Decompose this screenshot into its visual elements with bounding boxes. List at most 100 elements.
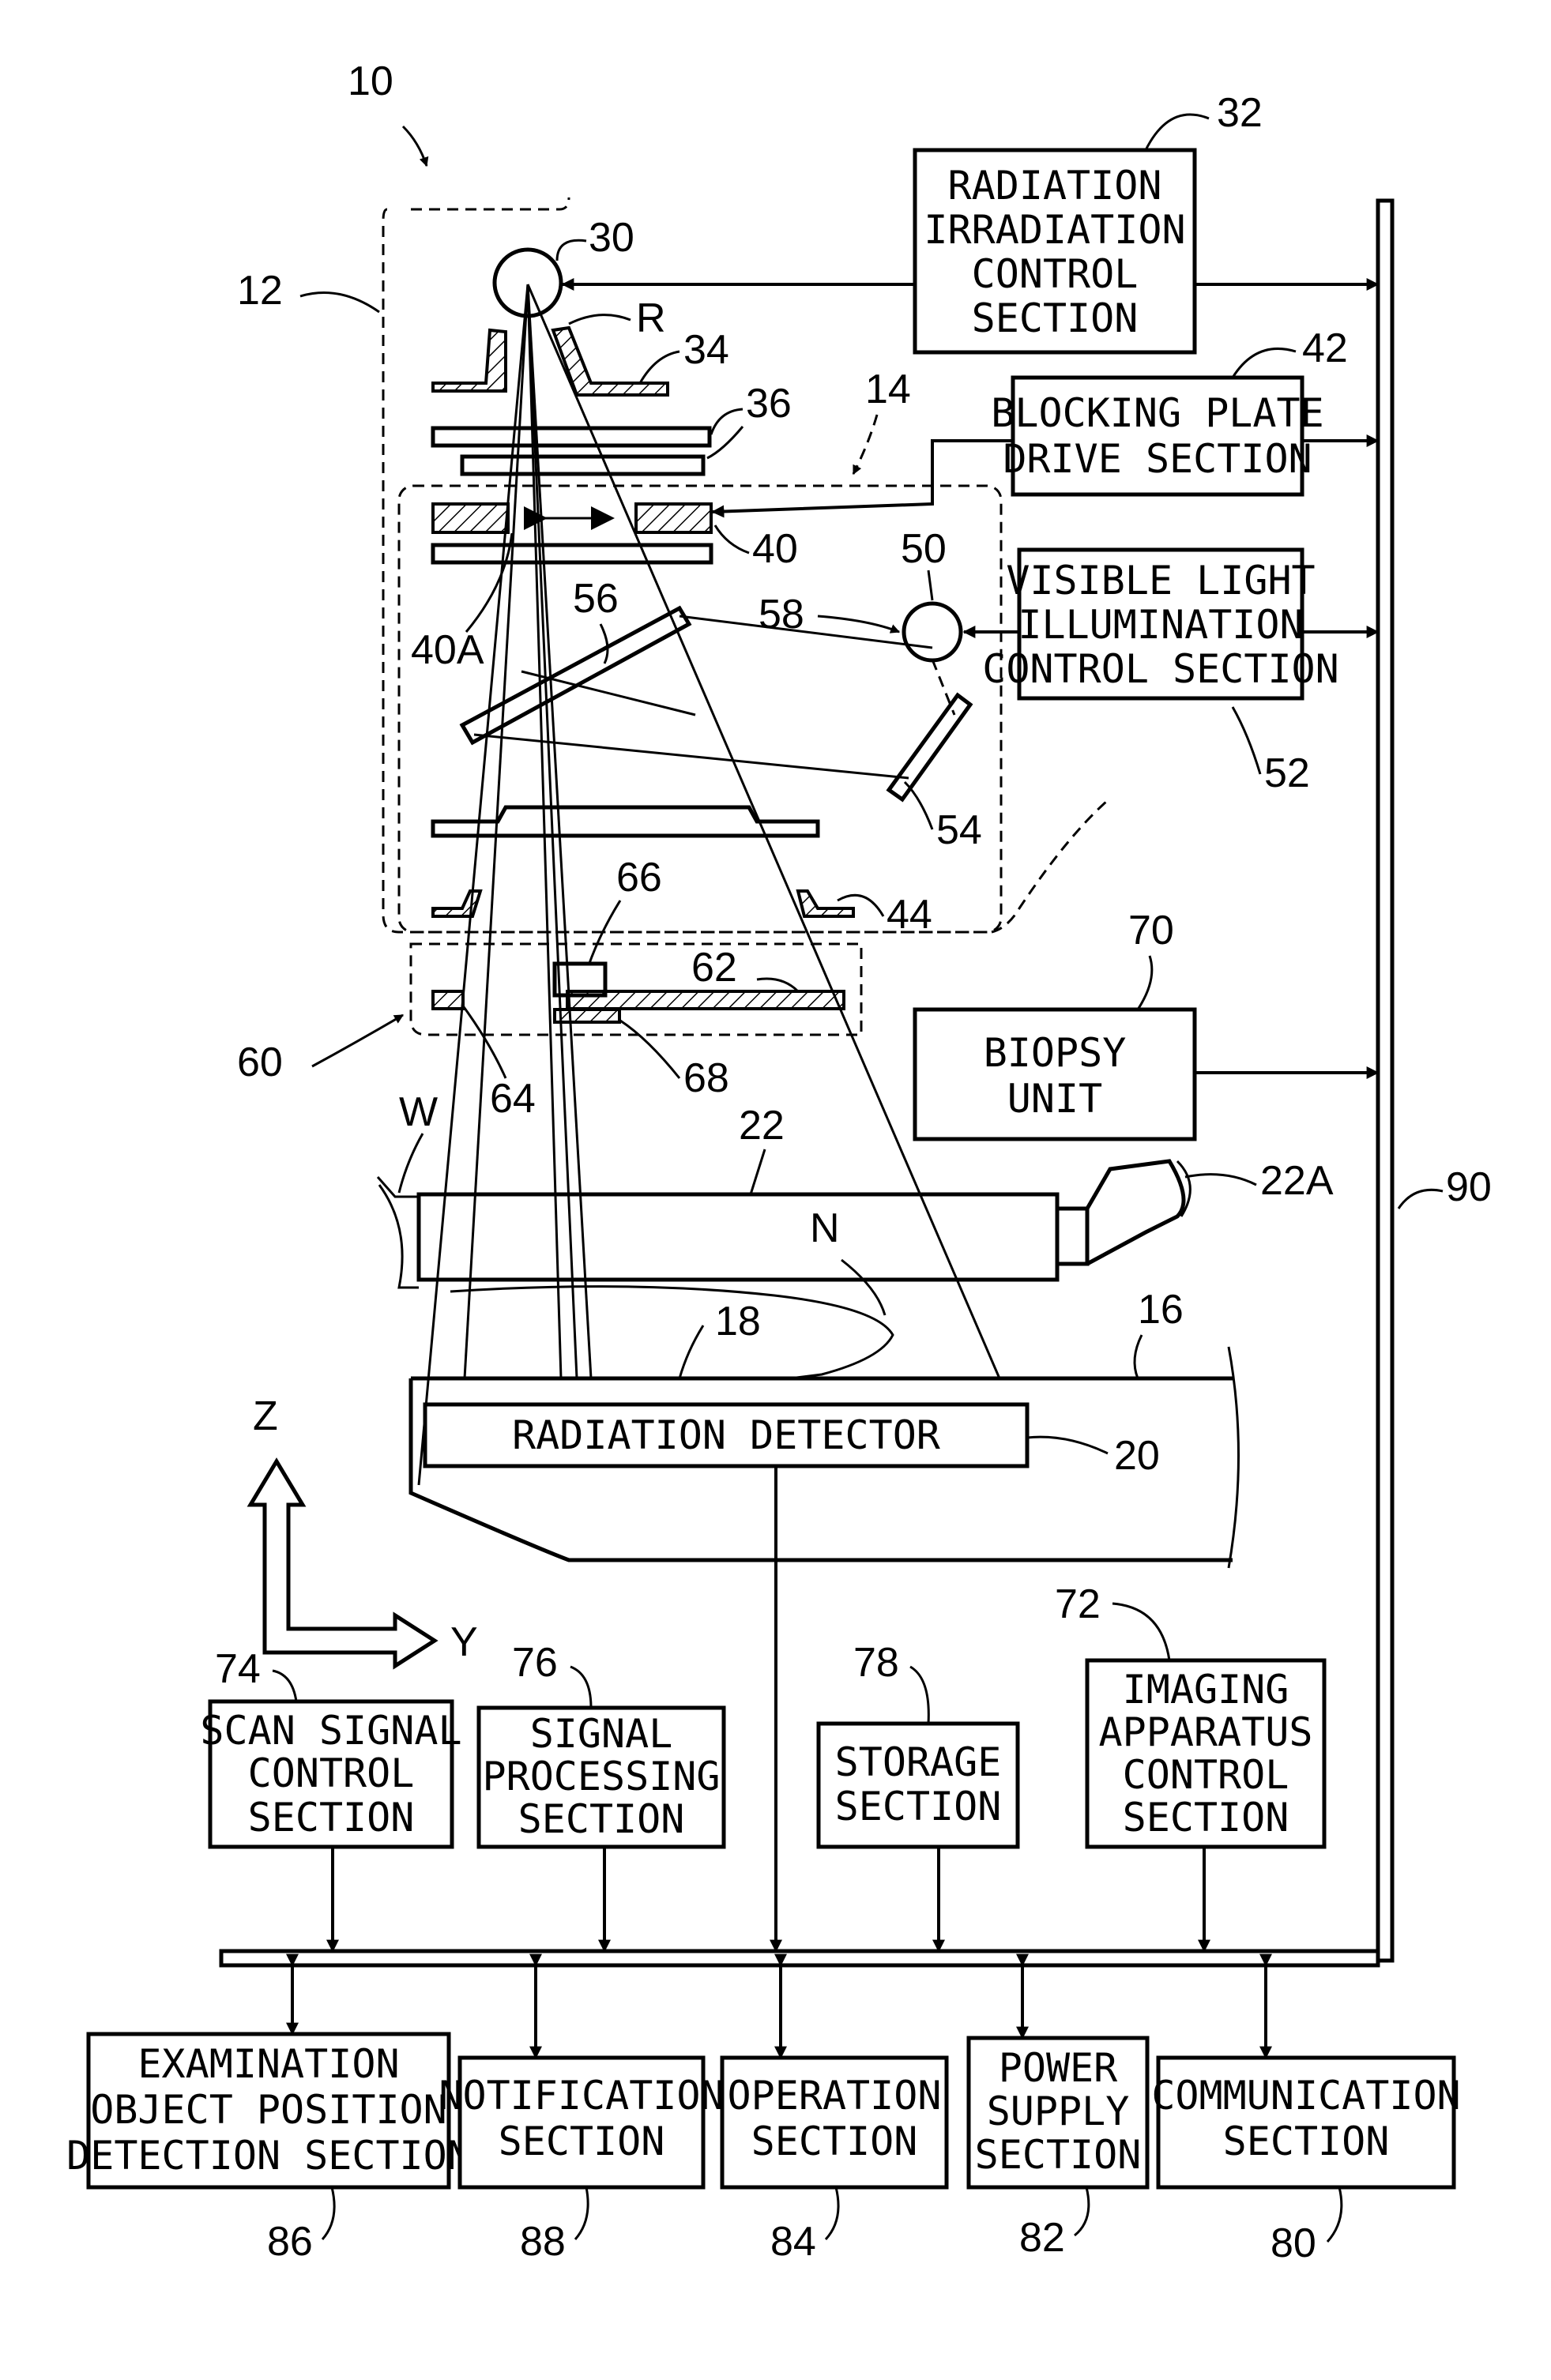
svg-text:SECTION: SECTION xyxy=(972,295,1139,341)
svg-text:SECTION: SECTION xyxy=(248,1795,415,1840)
svg-text:22A: 22A xyxy=(1260,1158,1334,1204)
svg-text:VISIBLE LIGHT: VISIBLE LIGHT xyxy=(1006,558,1315,603)
svg-text:SUPPLY: SUPPLY xyxy=(987,2089,1130,2134)
rail-62 xyxy=(567,991,844,1009)
svg-text:40A: 40A xyxy=(411,627,484,673)
svg-text:ILLUMINATION: ILLUMINATION xyxy=(1018,602,1303,648)
examination-object-position-box: EXAMINATION OBJECT POSITION DETECTION SE… xyxy=(66,2034,471,2187)
svg-text:BIOPSY: BIOPSY xyxy=(984,1030,1127,1076)
scan-signal-control-box: SCAN SIGNAL CONTROL SECTION xyxy=(200,1701,461,1847)
svg-text:42: 42 xyxy=(1302,325,1348,371)
svg-text:70: 70 xyxy=(1128,908,1174,953)
radiation-irradiation-control-box: RADIATION IRRADIATION CONTROL SECTION xyxy=(915,150,1195,352)
svg-text:BLOCKING PLATE: BLOCKING PLATE xyxy=(991,390,1323,436)
shield-44-left xyxy=(433,891,480,916)
svg-text:20: 20 xyxy=(1114,1433,1160,1479)
svg-text:58: 58 xyxy=(759,592,804,637)
svg-text:CONTROL: CONTROL xyxy=(1123,1752,1289,1798)
svg-text:SECTION: SECTION xyxy=(499,2119,665,2164)
svg-text:N: N xyxy=(810,1205,840,1251)
svg-text:W: W xyxy=(399,1089,438,1135)
svg-text:74: 74 xyxy=(215,1646,261,1692)
svg-text:SECTION: SECTION xyxy=(751,2119,918,2164)
svg-text:APPARATUS: APPARATUS xyxy=(1099,1709,1313,1755)
svg-text:OBJECT POSITION: OBJECT POSITION xyxy=(90,2087,447,2133)
operation-box: OPERATION SECTION xyxy=(722,2058,947,2187)
svg-text:34: 34 xyxy=(683,327,729,373)
svg-text:22: 22 xyxy=(739,1103,785,1149)
compression-plate-frame xyxy=(433,807,818,836)
svg-text:64: 64 xyxy=(490,1076,536,1122)
svg-text:SECTION: SECTION xyxy=(1123,1795,1289,1840)
svg-text:CONTROL: CONTROL xyxy=(248,1750,415,1796)
rail-64 xyxy=(433,991,463,1009)
svg-text:CONTROL: CONTROL xyxy=(972,251,1139,297)
svg-text:SECTION: SECTION xyxy=(835,1784,1002,1829)
svg-text:80: 80 xyxy=(1271,2220,1316,2266)
svg-text:IRRADIATION: IRRADIATION xyxy=(924,207,1185,253)
svg-text:DETECTION SECTION: DETECTION SECTION xyxy=(66,2133,471,2179)
biopsy-unit-box: BIOPSY UNIT xyxy=(915,1010,1195,1139)
svg-text:COMMUNICATION: COMMUNICATION xyxy=(1151,2073,1460,2119)
svg-text:SIGNAL: SIGNAL xyxy=(530,1711,673,1757)
svg-text:30: 30 xyxy=(589,215,634,261)
visible-light-lamp xyxy=(904,603,961,660)
svg-text:62: 62 xyxy=(691,945,737,991)
svg-text:78: 78 xyxy=(853,1640,899,1686)
notification-box: NOTIFICATION SECTION xyxy=(439,2058,724,2187)
svg-text:10: 10 xyxy=(348,58,393,104)
imaging-apparatus-control-box: IMAGING APPARATUS CONTROL SECTION xyxy=(1087,1660,1324,1847)
storage-box: STORAGE SECTION xyxy=(819,1724,1018,1847)
svg-text:RADIATION: RADIATION xyxy=(948,163,1162,209)
svg-text:54: 54 xyxy=(936,807,982,853)
visible-light-illumination-box: VISIBLE LIGHT ILLUMINATION CONTROL SECTI… xyxy=(982,550,1339,698)
svg-text:66: 66 xyxy=(616,855,662,900)
svg-text:SCAN SIGNAL: SCAN SIGNAL xyxy=(200,1708,461,1754)
svg-text:UNIT: UNIT xyxy=(1007,1076,1102,1122)
radiation-detector-box: RADIATION DETECTOR xyxy=(425,1404,1027,1466)
svg-text:Z: Z xyxy=(253,1393,278,1439)
svg-text:56: 56 xyxy=(573,576,619,622)
breast-N xyxy=(450,1287,893,1378)
svg-text:12: 12 xyxy=(237,268,283,314)
svg-text:PROCESSING: PROCESSING xyxy=(482,1754,720,1799)
svg-text:SECTION: SECTION xyxy=(518,1796,685,1842)
reflector-54 xyxy=(889,695,970,799)
holder-68 xyxy=(555,1010,619,1022)
svg-text:CONTROL SECTION: CONTROL SECTION xyxy=(982,646,1339,692)
svg-text:36: 36 xyxy=(746,381,792,427)
svg-text:60: 60 xyxy=(237,1040,283,1085)
housing-60 xyxy=(411,944,861,1035)
blocking-plate-right xyxy=(636,504,711,532)
plate-base xyxy=(433,545,711,562)
svg-text:14: 14 xyxy=(865,367,911,412)
blocking-plate-drive-box: BLOCKING PLATE DRIVE SECTION xyxy=(991,378,1323,494)
svg-text:Y: Y xyxy=(450,1619,478,1665)
filter-lower xyxy=(462,457,703,474)
svg-text:84: 84 xyxy=(770,2219,816,2265)
svg-text:POWER: POWER xyxy=(999,2045,1118,2091)
svg-text:R: R xyxy=(636,295,666,341)
power-supply-box: POWER SUPPLY SECTION xyxy=(969,2038,1147,2187)
svg-text:90: 90 xyxy=(1446,1164,1492,1210)
svg-text:NOTIFICATION: NOTIFICATION xyxy=(439,2073,724,2119)
svg-text:16: 16 xyxy=(1138,1287,1184,1333)
svg-text:44: 44 xyxy=(887,892,932,938)
svg-text:OPERATION: OPERATION xyxy=(728,2073,942,2119)
svg-text:RADIATION DETECTOR: RADIATION DETECTOR xyxy=(512,1412,941,1458)
blocking-plate-left xyxy=(433,504,508,532)
svg-text:88: 88 xyxy=(520,2219,566,2265)
svg-text:18: 18 xyxy=(715,1299,761,1344)
svg-text:32: 32 xyxy=(1217,90,1263,136)
svg-text:72: 72 xyxy=(1055,1581,1101,1627)
svg-text:52: 52 xyxy=(1264,750,1310,796)
svg-text:IMAGING: IMAGING xyxy=(1123,1667,1289,1713)
svg-text:68: 68 xyxy=(683,1055,729,1101)
svg-text:SECTION: SECTION xyxy=(1223,2119,1390,2164)
svg-text:DRIVE SECTION: DRIVE SECTION xyxy=(1003,436,1312,482)
axis-arrows xyxy=(250,1461,435,1666)
radiation-cone xyxy=(419,284,999,1485)
svg-text:50: 50 xyxy=(901,526,947,572)
communication-box: COMMUNICATION SECTION xyxy=(1151,2058,1460,2187)
